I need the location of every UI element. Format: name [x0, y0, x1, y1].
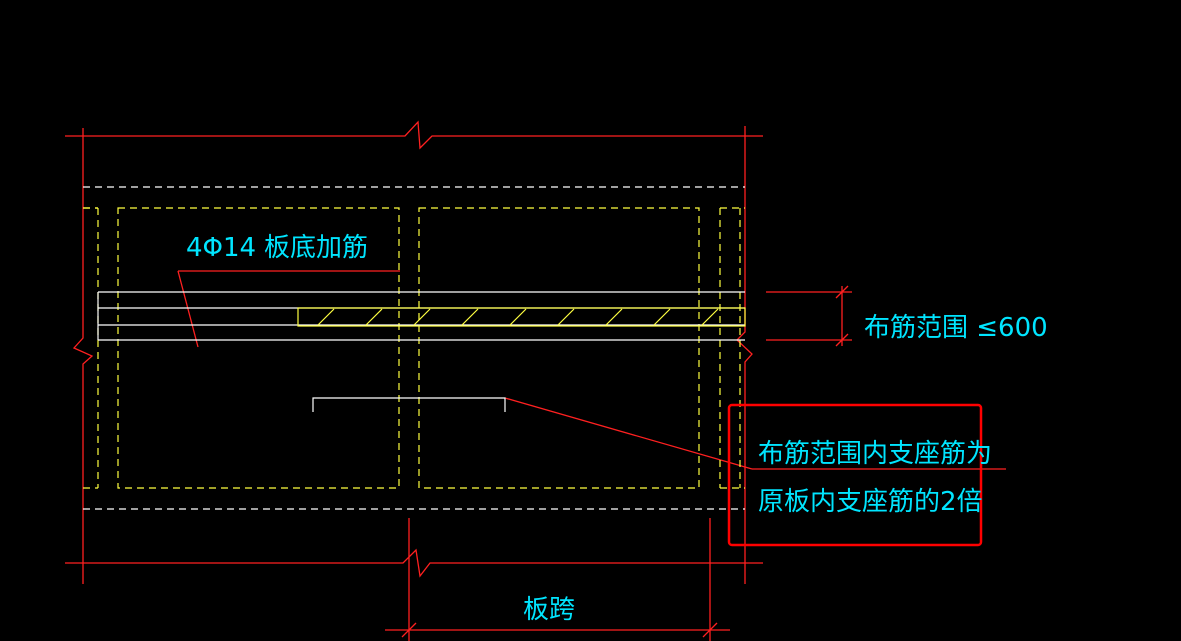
span-label: 板跨	[523, 595, 575, 625]
span-tick-right	[702, 622, 718, 638]
note-line-1: 布筋范围内支座筋为	[758, 439, 992, 469]
middle-panel	[418, 207, 700, 489]
bottom-break-line	[65, 548, 763, 578]
bar-spec-label: 4Φ14	[186, 233, 256, 263]
note-highlight-box	[727, 403, 983, 547]
additional-bar-outline	[297, 307, 746, 327]
rebar-lines	[97, 291, 745, 412]
note-leader-diagonal	[504, 397, 753, 470]
range-label: 布筋范围 ≤600	[864, 313, 1048, 343]
additional-bar-hatched	[297, 307, 746, 327]
plate-edge-dashed	[83, 186, 745, 510]
range-dim-tick-top	[835, 285, 849, 299]
note-line-2: 原板内支座筋的2倍	[758, 487, 983, 517]
span-tick-left	[401, 622, 417, 638]
right-break-line	[736, 126, 753, 584]
top-break-line	[65, 120, 763, 150]
bar-desc-label: 板底加筋	[264, 233, 368, 263]
support-bar-symbol	[312, 397, 506, 412]
hatch-lines	[317, 308, 719, 326]
range-dim-tick-bottom	[835, 333, 849, 347]
left-break-line	[72, 128, 94, 584]
left-panel	[117, 207, 400, 489]
beam-outlines	[83, 207, 745, 489]
bar-label-leader-diagonal	[177, 270, 199, 348]
red-boundary-lines	[65, 120, 1006, 641]
